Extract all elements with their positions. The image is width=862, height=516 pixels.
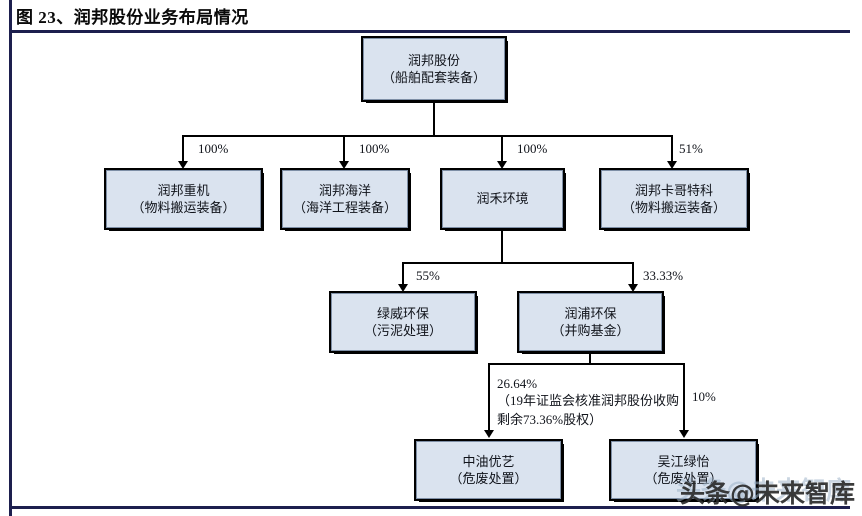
edge-label-zhongji: 100%: [198, 141, 229, 156]
arrow-lvwei: [398, 284, 408, 292]
connector-root-stem: [433, 100, 435, 135]
node-title: 润邦海洋: [318, 182, 371, 198]
arrow-kaghetke: [667, 161, 677, 169]
connector-drop-haiyang: [343, 135, 345, 162]
node-title: 绿威环保: [376, 305, 429, 321]
page-title: 图 23、润邦股份业务布局情况: [16, 8, 249, 27]
connector-runpu-stem: [589, 351, 591, 363]
connector-level1-bus: [183, 135, 673, 137]
arrow-zhongji: [178, 161, 188, 169]
connector-drop-lvwei: [402, 262, 404, 285]
node-title: 中油优艺: [462, 453, 515, 469]
node-runbang-ocean[interactable]: 润邦海洋 （海洋工程装备）: [282, 170, 408, 228]
node-title: 润邦重机: [157, 182, 210, 198]
arrow-runpu: [628, 284, 638, 292]
edge-label-runpu: 33.33%: [643, 268, 684, 283]
node-title: 润禾环境: [476, 191, 529, 207]
watermark-shadow: 头条@未来智库: [676, 476, 852, 505]
connector-runhe-stem: [501, 228, 503, 262]
node-subtitle: （并购基金）: [551, 323, 630, 338]
title-divider: [12, 30, 850, 33]
edge-label-kaghetke: 51%: [679, 141, 703, 156]
node-wujiang-lvyi[interactable]: 吴江绿怡 （危废处置）: [611, 441, 756, 499]
node-lvwei-environmental[interactable]: 绿威环保 （污泥处理）: [331, 293, 475, 351]
node-subtitle: （物料搬运装备）: [131, 200, 236, 215]
figure-title-bar: 图 23、润邦股份业务布局情况: [0, 0, 862, 34]
connector-drop-kaghetke: [671, 135, 673, 162]
node-subtitle: （海洋工程装备）: [292, 200, 397, 215]
node-title: 润浦环保: [564, 305, 617, 321]
node-runbang-cargotec[interactable]: 润邦卡哥特科 （物料搬运装备）: [601, 170, 747, 228]
arrow-wujiang: [679, 430, 689, 438]
node-title: 润邦股份: [407, 52, 460, 68]
edge-label-runhe: 100%: [517, 141, 548, 156]
arrow-zhongyou: [484, 430, 494, 438]
connector-level3-bus: [489, 363, 685, 365]
node-subtitle: （物料搬运装备）: [621, 200, 726, 215]
node-runhe-environment[interactable]: 润禾环境: [442, 170, 563, 228]
connector-drop-runhe: [501, 135, 503, 162]
edge-label-lvwei: 55%: [416, 268, 440, 283]
node-subtitle: （污泥处理）: [363, 323, 442, 338]
arrow-runhe: [497, 161, 507, 169]
connector-drop-runpu: [632, 262, 634, 285]
watermark: 头条@未来智库: [680, 479, 856, 508]
node-runbang-shares[interactable]: 润邦股份 （船舶配套装备）: [363, 38, 505, 100]
connector-drop-wujiang: [683, 363, 685, 431]
arrow-haiyang: [339, 161, 349, 169]
edge-label-haiyang: 100%: [359, 141, 390, 156]
node-title: 吴江绿怡: [657, 453, 710, 469]
node-subtitle: （危废处置）: [449, 471, 528, 486]
edge-note-zhongyou: （19年证监会核准润邦股份收购剩余73.36%股权）: [497, 393, 680, 427]
node-subtitle: （船舶配套装备）: [381, 70, 486, 85]
node-zhongyou-youyi[interactable]: 中油优艺 （危废处置）: [416, 441, 561, 499]
bottom-divider: [12, 506, 850, 509]
connector-level2-bus: [403, 262, 634, 264]
connector-drop-zhongji: [182, 135, 184, 162]
edge-label-wujiang: 10%: [692, 389, 716, 404]
left-border-rule: [9, 0, 12, 516]
node-runbang-heavy-machinery[interactable]: 润邦重机 （物料搬运装备）: [106, 170, 261, 228]
edge-label-zhongyou: 26.64%: [497, 376, 538, 391]
connector-drop-zhongyou: [488, 363, 490, 431]
node-runpu-environmental[interactable]: 润浦环保 （并购基金）: [519, 293, 662, 351]
node-title: 润邦卡哥特科: [634, 182, 713, 198]
node-subtitle: （危废处置）: [644, 471, 723, 486]
